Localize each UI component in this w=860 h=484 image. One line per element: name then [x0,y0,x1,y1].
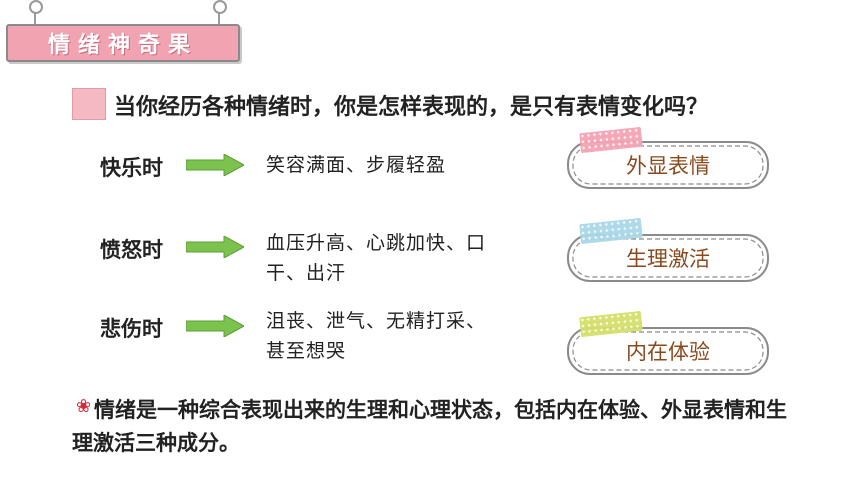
card-physiology: 生理激活 [566,217,770,283]
emotion-sad: 悲伤时 [100,317,163,341]
card-label: 生理激活 [626,247,710,271]
card-expression: 外显表情 [566,126,770,190]
question-text: 当你经历各种情绪时，你是怎样表现的，是只有表情变化吗？ [114,95,709,120]
right-arrow-icon [186,236,244,258]
right-arrow-icon [186,315,244,337]
description-angry: 血压升高、心跳加快、口 干、出汗 [266,228,486,288]
card-label: 内在体验 [626,340,710,364]
title-banner: 情绪神奇果 [6,0,244,64]
emotion-angry: 愤怒时 [100,238,163,262]
conclusion-text: 情绪是一种综合表现出来的生理和心理状态，包括内在体验、外显表情和生理激活三种成分… [72,398,787,455]
description-line: 沮丧、泄气、无精打采、 [266,310,487,332]
description-line: 甚至想哭 [266,340,347,362]
card-frame [567,327,769,375]
emotion-happy: 快乐时 [100,156,163,180]
flower-icon: ❀ [76,396,92,417]
right-arrow-icon [186,154,244,176]
card-frame [567,234,769,282]
banner-title: 情绪神奇果 [47,33,198,58]
card-experience: 内在体验 [566,310,770,376]
pin-icon [28,0,43,28]
description-happy: 笑容满面、步履轻盈 [266,150,446,180]
description-line: 干、出汗 [266,262,347,284]
card-frame [567,141,769,189]
description-line: 血压升高、心跳加快、口 [266,232,487,254]
banner-board: 情绪神奇果 [6,24,240,62]
description-line: 笑容满面、步履轻盈 [266,154,447,176]
pin-icon [212,0,227,28]
card-label: 外显表情 [626,154,710,178]
question-marker [72,88,106,120]
description-sad: 沮丧、泄气、无精打采、 甚至想哭 [266,306,486,366]
